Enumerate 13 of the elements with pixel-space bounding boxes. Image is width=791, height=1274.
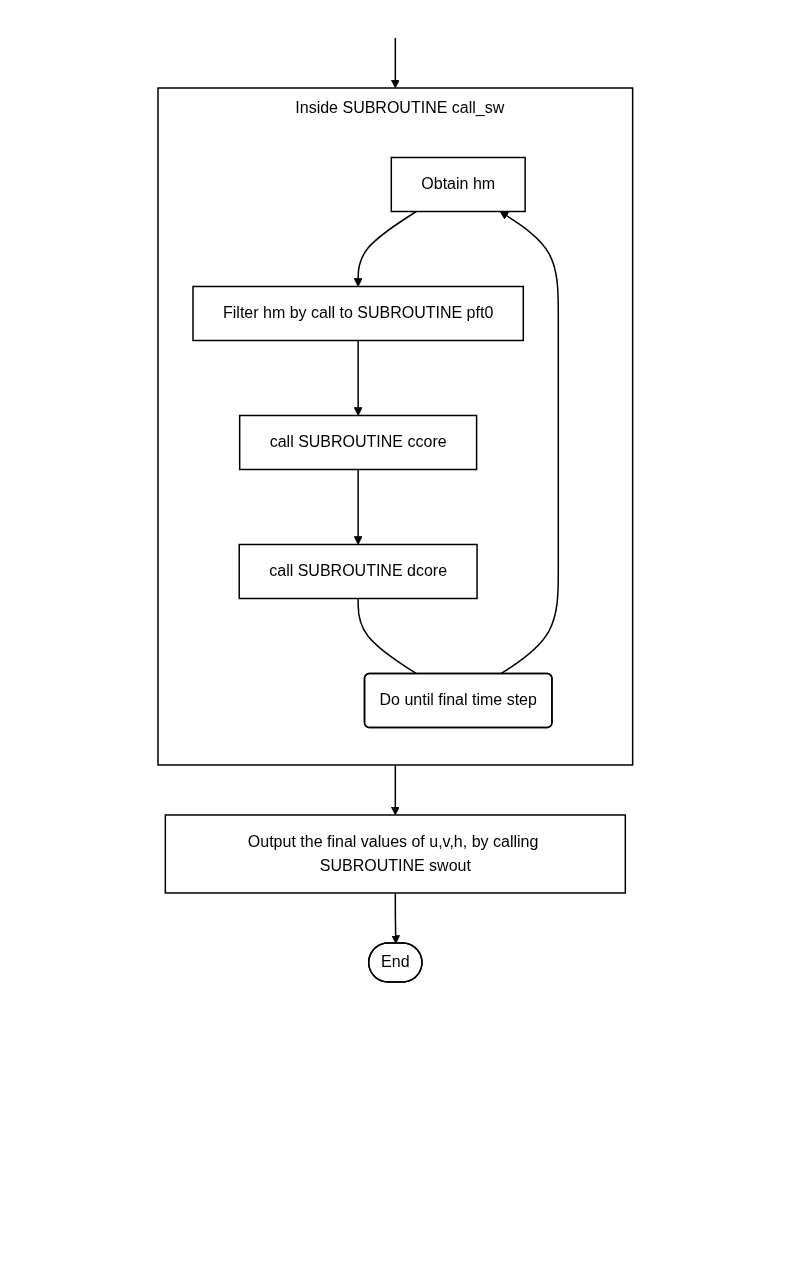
node-box: call SUBROUTINE dcore	[238, 543, 478, 600]
arrow	[353, 210, 418, 287]
arrow	[353, 468, 363, 545]
node-box: call SUBROUTINE ccore	[239, 414, 478, 471]
arrow	[391, 764, 400, 816]
node-box: Output the final values of u,v,h, by calling SUBROUTINE swout	[164, 814, 627, 894]
connector	[357, 597, 418, 675]
arrow	[391, 892, 401, 944]
arrow	[499, 211, 560, 675]
node-box: Obtain hm	[390, 156, 527, 213]
arrow	[391, 37, 400, 89]
node-box: Filter hm by call to SUBROUTINE pft0	[192, 285, 525, 342]
arrow	[353, 339, 363, 416]
